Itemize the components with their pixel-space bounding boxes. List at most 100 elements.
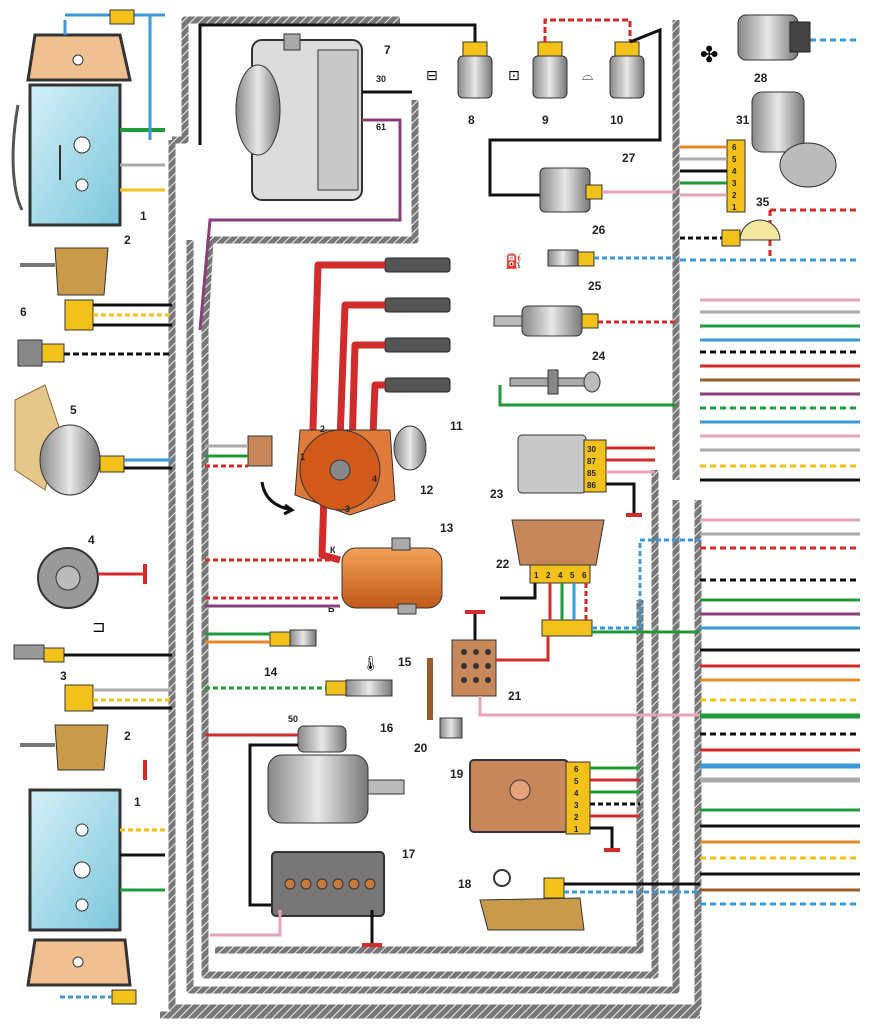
relay-27: 27 [539,151,636,213]
spark-plugs-11: 11 [384,257,463,433]
headlight-top: 1 [11,33,147,227]
label-2-bottom: 2 [124,729,131,743]
harness-generator [201,100,419,331]
label-25: 25 [588,279,602,293]
coil-terminal-k: К [330,545,336,555]
relay-23: 23 30 87 85 86 [490,434,607,501]
horn-icon: ⊐ [92,617,105,636]
right-wire-bundle [680,38,860,906]
motor31-pin-2: 2 [732,191,737,200]
label-6: 6 [20,305,27,319]
starter-16: 16 50 [267,714,405,824]
relay23-pin-87: 87 [587,457,596,466]
sw19-pin-1: 1 [574,825,579,834]
oil-sensor-26: 26 ⛽ [505,223,606,270]
motor31-pin-4: 4 [732,167,737,176]
wiper-icon: ⌓ [582,68,593,84]
dist-pin-3: 3 [345,504,350,514]
oil-can-icon: ⛽ [505,253,522,270]
sensor-6: 6 [17,305,65,367]
temperature-icon: 🌡 [362,656,380,672]
label-16: 16 [380,721,394,735]
harness-inner-trunk [186,240,680,994]
distributor-12: 12 1 2 3 4 [260,424,434,516]
lamp-35: 35 [721,195,781,247]
switch-24: 24 [509,349,606,395]
sw19-pin-5: 5 [574,777,579,786]
label-20: 20 [414,741,428,755]
relay23-pin-85: 85 [587,469,596,478]
brake-warning-icon [493,869,511,887]
label-31: 31 [736,113,750,127]
washer-pump-bottom: 2 [20,724,131,771]
wiper-motor-31: 31 [726,91,837,213]
label-17: 17 [402,847,416,861]
sensor-14: 14 [264,629,317,679]
sensor-25: 25 [493,279,602,337]
sw22-pin-2: 2 [546,571,551,580]
gen-terminal-61: 61 [376,122,386,132]
motor31-pins: 6 5 4 3 2 1 [732,143,737,212]
dist-pin-1: 1 [300,452,305,462]
temp-sensor-15: 15 🌡 [325,655,412,697]
battery-17: 17 [271,847,416,917]
generator-7: 7 30 61 [235,33,391,201]
sw19-pin-4: 4 [574,789,579,798]
motor31-pin-1: 1 [732,203,737,212]
connector-21: 21 [451,639,522,703]
label-1-top: 1 [140,209,147,223]
label-28: 28 [754,71,768,85]
motor31-pin-6: 6 [732,143,737,152]
washer-relay-9: 9 ⊡ [508,41,568,127]
gen-terminal-30: 30 [376,74,386,84]
fan-motor-28: 28 ✤ [700,14,811,85]
ignition-coil-13: 13 К Б [328,521,454,615]
label-19: 19 [450,767,464,781]
label-10: 10 [610,113,624,127]
label-24: 24 [592,349,606,363]
label-14: 14 [264,665,278,679]
relay23-pin-30: 30 [587,445,596,454]
label-22: 22 [496,557,510,571]
relay23-pin-86: 86 [587,481,596,490]
harness-inner-trunk-2 [201,330,659,979]
label-8: 8 [468,113,475,127]
coil-terminal-b: Б [328,604,335,614]
label-27: 27 [622,151,636,165]
harness-starter [215,600,644,954]
switch-19: 19 6 5 4 3 2 1 [450,759,591,835]
label-15: 15 [398,655,412,669]
sensor-8: 8 ⊟ [426,41,493,127]
fan-icon: ✤ [700,43,718,68]
wiper-relay-10: 10 ⌓ [582,41,645,127]
label-12: 12 [420,483,434,497]
washer-icon: ⊡ [508,68,520,84]
sw19-pin-3: 3 [574,801,579,810]
switch-20: 20 [414,658,463,755]
label-26: 26 [592,223,606,237]
motor31-pin-5: 5 [732,155,737,164]
headlight-bottom: 1 [26,788,141,987]
fan-motor-5: 5 [14,384,125,496]
label-23: 23 [490,487,504,501]
label-13: 13 [440,521,454,535]
dist-pin-4: 4 [372,474,377,484]
sw22-pin-6: 6 [582,571,587,580]
sensor-3: 3 [13,644,67,683]
label-4: 4 [88,533,95,547]
sw19-pin-6: 6 [574,765,579,774]
label-3: 3 [60,669,67,683]
label-21: 21 [508,689,522,703]
sw22-pin-4: 4 [558,571,563,580]
dist-pin-2: 2 [320,424,325,434]
washer-pump-top: 2 [20,233,131,296]
starter-terminal-50: 50 [288,714,298,724]
label-1-bottom: 1 [134,795,141,809]
label-9: 9 [542,113,549,127]
headlight-icon: ⊟ [426,68,438,84]
harness-top-left [172,16,400,144]
label-35: 35 [756,195,770,209]
label-5: 5 [70,403,77,417]
label-18: 18 [458,877,472,891]
label-2-top: 2 [124,233,131,247]
